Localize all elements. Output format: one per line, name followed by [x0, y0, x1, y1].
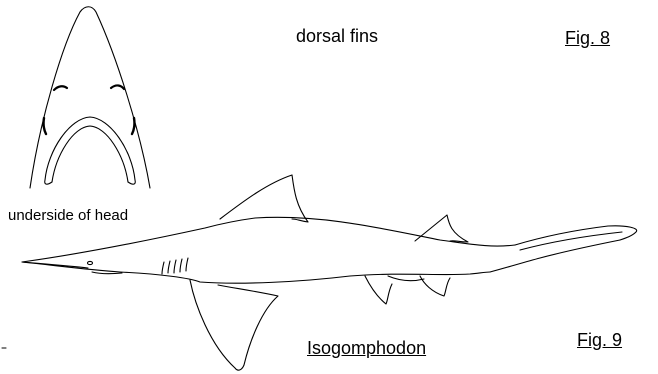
figure-9-label: Fig. 9 [577, 331, 622, 349]
eye [88, 261, 93, 264]
head-underside-drawing [30, 7, 150, 188]
eye-mark-right [132, 118, 134, 134]
underside-of-head-label: underside of head [8, 208, 128, 223]
gill-slit-1 [162, 262, 164, 274]
caudal-fin-lower [490, 240, 620, 272]
gill-slit-3 [174, 260, 176, 273]
gill-slit-4 [180, 259, 182, 272]
mouth-corner-left [45, 180, 52, 184]
first-dorsal-fin [220, 175, 308, 222]
nostril-right [111, 85, 124, 89]
body-dorsal-profile [22, 217, 515, 262]
eye-mark-left [44, 118, 46, 134]
caudal-fin-inner [520, 232, 622, 250]
caudal-fin-upper [515, 226, 637, 245]
figure-8-label: Fig. 8 [565, 29, 610, 47]
second-dorsal-fin [415, 215, 468, 242]
snout-line [22, 262, 88, 268]
mouth-corner-right [128, 180, 135, 184]
gill-slit-2 [168, 261, 170, 273]
pectoral-fin [190, 280, 278, 370]
nostril-left [54, 86, 67, 90]
pelvic-fin [365, 276, 392, 304]
gill-slit-5 [186, 258, 188, 271]
clasper [388, 276, 424, 281]
genus-name-label: Isogomphodon [307, 339, 426, 357]
head-outline [30, 7, 150, 188]
dorsal-fins-label: dorsal fins [296, 27, 378, 45]
